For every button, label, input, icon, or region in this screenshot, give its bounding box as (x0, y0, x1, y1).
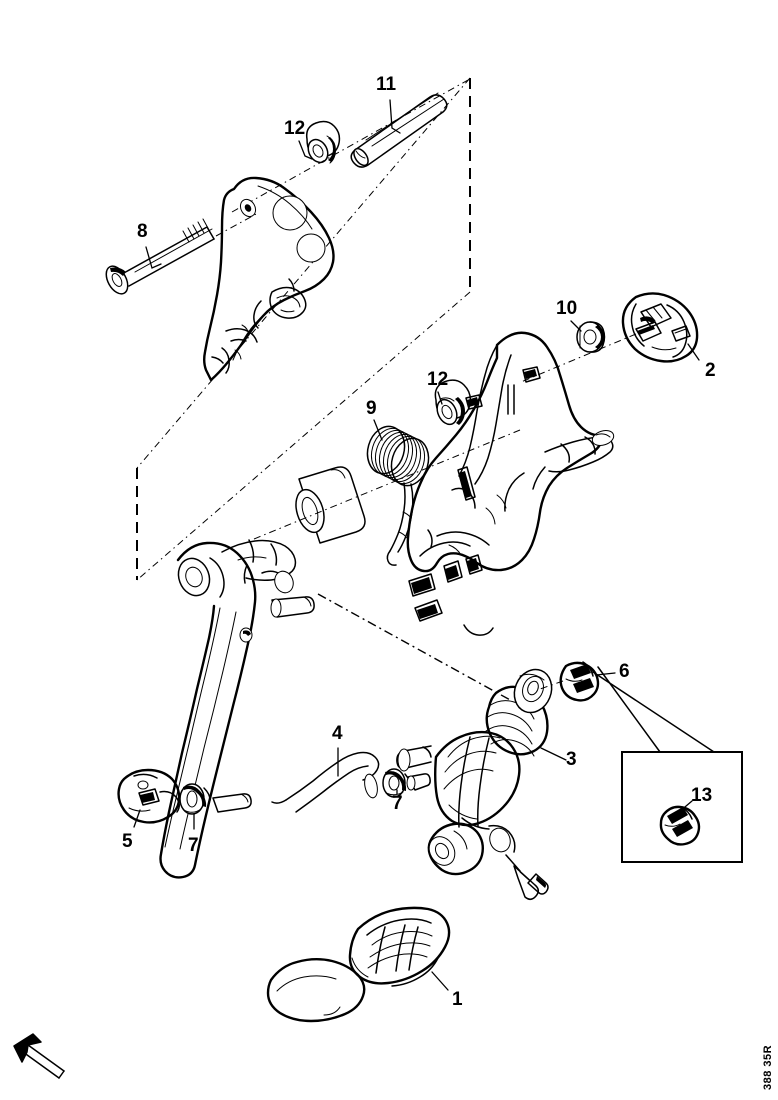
callout-12b: 12 (427, 369, 449, 390)
callout-9: 9 (366, 398, 377, 419)
leader-2 (687, 343, 700, 361)
callout-13: 13 (691, 785, 713, 806)
assembly-axis-middle (253, 429, 521, 540)
leader-6 (595, 672, 616, 676)
bracket-slot-vertical (457, 466, 476, 501)
leader-3 (540, 747, 567, 761)
lower-pedal-arm (159, 539, 366, 1023)
pedal-arm-fork (221, 539, 297, 594)
assembly-axis-bolt (215, 212, 259, 237)
part-1-pedal-pad (348, 906, 451, 987)
callout-7a: 7 (188, 835, 199, 856)
bracket-right-arm (504, 430, 615, 512)
callout-1: 1 (452, 989, 463, 1010)
assembly-axis-switch (520, 333, 637, 383)
callout-10: 10 (556, 298, 578, 319)
callout-6: 6 (619, 661, 630, 682)
callout-7b: 7 (392, 793, 403, 814)
bracket-lower-plate (408, 529, 490, 622)
callout-3: 3 (566, 749, 577, 770)
leader-5 (133, 809, 141, 828)
callout-5: 5 (122, 831, 133, 852)
callout-2: 2 (705, 360, 716, 381)
pedal-arm-left-stub (212, 793, 252, 813)
pedal-arm-stud (270, 596, 315, 618)
switch-connector-detail (635, 303, 691, 342)
bracket-tab-upper (522, 366, 541, 383)
pedal-arm-latch-detail (253, 278, 307, 329)
pedal-arm-pad-mount (266, 958, 366, 1023)
part-7a-grommet (179, 783, 211, 815)
callout-12a: 12 (284, 118, 306, 139)
assembly-axis-clip (539, 680, 564, 690)
part-3-master-cylinder (396, 668, 553, 900)
part-4-push-rod (271, 751, 380, 813)
callout-11: 11 (376, 74, 397, 95)
cylinder-mount-ear (488, 824, 521, 872)
part-13-alternate-clip (659, 805, 701, 846)
leader-9 (373, 419, 383, 441)
part-5-clevis-bracket (117, 768, 181, 824)
part-12a-pivot-bushing (305, 120, 341, 164)
leader-12b (437, 391, 443, 405)
leader-8 (145, 246, 162, 269)
part-2-pedal-switch (621, 292, 699, 363)
forward-direction-arrow (13, 1033, 65, 1079)
leader-12a (298, 140, 313, 160)
part-8-pivot-bolt (105, 218, 215, 295)
cylinder-neck (513, 668, 553, 714)
bolt-thread (182, 218, 210, 243)
upper-pedal-arm (203, 176, 335, 382)
part-10-switch-nut (576, 321, 606, 353)
pedal-arm-lower-detail (211, 324, 258, 374)
assembly-reference-line-main (317, 593, 513, 702)
leader-1 (431, 971, 449, 991)
cylinder-outlet (427, 822, 485, 876)
upper-group-boundary (136, 77, 471, 581)
callout-8: 8 (137, 221, 148, 242)
cylinder-mount-bolt (513, 865, 549, 900)
callout-4: 4 (332, 723, 343, 744)
diagram-reference-code: 388 35R (762, 1044, 774, 1090)
part-6-retaining-clip (559, 661, 600, 702)
cylinder-body (434, 730, 521, 828)
part-11-pivot-sleeve (350, 92, 448, 168)
cylinder-inlet-port (396, 745, 432, 772)
part-12b-pivot-bushing (434, 379, 472, 426)
part-7b-grommet (382, 768, 431, 798)
part-9-return-spring (366, 425, 430, 566)
assembly-axis-upper (231, 79, 469, 213)
pedal-sleeve (295, 466, 366, 544)
leader-13 (678, 800, 693, 813)
pedal-support-bracket (406, 331, 615, 636)
bracket-tab-mid (465, 394, 483, 410)
leader-10 (570, 320, 582, 332)
leader-11 (389, 99, 401, 134)
inset-connector-lines (592, 666, 715, 753)
